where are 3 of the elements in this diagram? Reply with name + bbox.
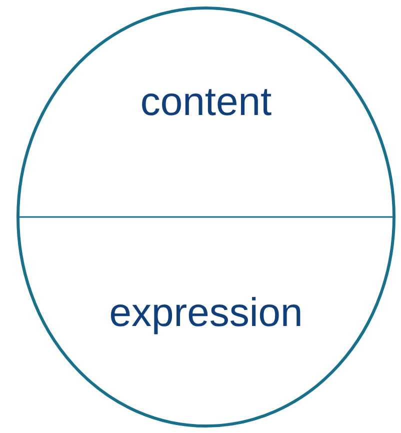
section-text: expression [108, 290, 304, 336]
section-text: content [139, 78, 273, 124]
divided-circle [16, 6, 396, 428]
